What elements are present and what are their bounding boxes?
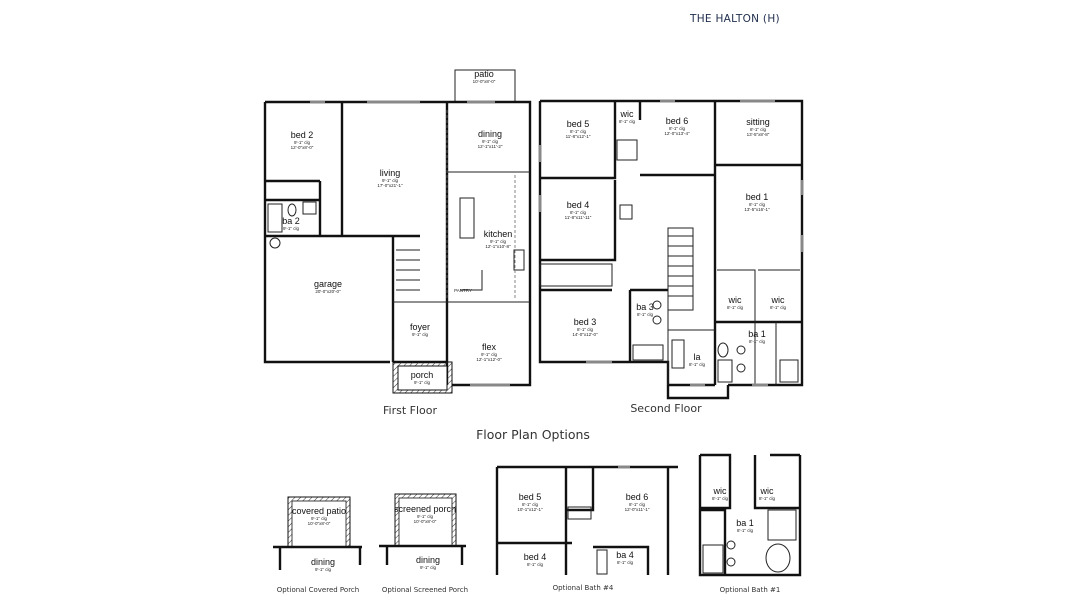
room-dimensions: 20'-0"x20'-0" bbox=[315, 289, 341, 294]
room-ceiling-height: 9'-1" clg bbox=[482, 139, 498, 144]
room-ceiling-height: 8'-1" clg bbox=[770, 305, 786, 310]
room-ceiling-height: 9'-1" clg bbox=[420, 565, 436, 570]
room-dimensions: 11'-8"x11'-11" bbox=[565, 215, 592, 220]
plan-title: THE HALTON (H) bbox=[690, 13, 780, 25]
room-label: PANTRY bbox=[454, 288, 472, 293]
room-dimensions: 12'-0"x13'-4" bbox=[664, 131, 690, 136]
room-dimensions: 13'-5"x8'-8" bbox=[747, 132, 770, 137]
room-label: dining bbox=[478, 129, 502, 139]
room-ceiling-height: 8'-1" clg bbox=[749, 339, 765, 344]
room-label: bed 6 bbox=[666, 116, 689, 126]
room-label: ba 1 bbox=[748, 329, 766, 339]
room-label: dining bbox=[311, 557, 335, 567]
room-ceiling-height: 9'-1" clg bbox=[414, 380, 430, 385]
room-ceiling-height: 8'-1" clg bbox=[629, 502, 645, 507]
room-label: flex bbox=[482, 342, 497, 352]
room-label: kitchen bbox=[484, 229, 513, 239]
room-dimensions: 10'-0"x8'-0" bbox=[308, 521, 331, 526]
second-floor-plan bbox=[538, 99, 804, 400]
room-label: patio bbox=[474, 69, 494, 79]
room-dimensions: 17'-0"x21'-1" bbox=[377, 183, 403, 188]
bath1-caption: Optional Bath #1 bbox=[720, 586, 781, 594]
room-label: wic bbox=[620, 109, 634, 119]
room-label: foyer bbox=[410, 322, 430, 332]
room-ceiling-height: 9'-1" clg bbox=[490, 239, 506, 244]
room-ceiling-height: 8'-1" clg bbox=[749, 202, 765, 207]
room-ceiling-height: 9'-1" clg bbox=[382, 178, 398, 183]
room-label: bed 6 bbox=[626, 492, 649, 502]
room-ceiling-height: 8'-1" clg bbox=[617, 560, 633, 565]
room-label: porch bbox=[411, 370, 434, 380]
room-ceiling-height: 9'-1" clg bbox=[311, 516, 327, 521]
first-floor-caption: First Floor bbox=[383, 404, 437, 417]
room-ceiling-height: 8'-1" clg bbox=[750, 127, 766, 132]
second-floor-caption: Second Floor bbox=[630, 402, 702, 415]
room-dimensions: 12'-1"x10'-8" bbox=[485, 244, 511, 249]
room-ceiling-height: 9'-1" clg bbox=[315, 567, 331, 572]
room-label: wic bbox=[728, 295, 742, 305]
room-ceiling-height: 8'-1" clg bbox=[570, 210, 586, 215]
room-ceiling-height: 9'-1" clg bbox=[412, 332, 428, 337]
room-label: la bbox=[693, 352, 700, 362]
room-ceiling-height: 9'-1" clg bbox=[481, 352, 497, 357]
room-dimensions: 12'-0"x11'-1" bbox=[625, 507, 650, 512]
option-screened-porch bbox=[379, 493, 466, 565]
room-label: bed 5 bbox=[567, 119, 590, 129]
room-ceiling-height: 9'-1" clg bbox=[294, 140, 310, 145]
room-ceiling-height: 8'-1" clg bbox=[527, 562, 543, 567]
covered-porch-caption: Optional Covered Porch bbox=[277, 586, 359, 594]
room-ceiling-height: 8'-1" clg bbox=[577, 327, 593, 332]
screened-porch-caption: Optional Screened Porch bbox=[382, 586, 468, 594]
room-label: ba 1 bbox=[736, 518, 754, 528]
room-label: bed 4 bbox=[524, 552, 547, 562]
room-label: dining bbox=[416, 555, 440, 565]
room-label: living bbox=[380, 168, 401, 178]
room-dimensions: 10'-0"x8'-0" bbox=[414, 519, 437, 524]
room-ceiling-height: 8'-1" clg bbox=[637, 312, 653, 317]
room-label: ba 4 bbox=[616, 550, 634, 560]
room-dimensions: 13'-5"x16'-1" bbox=[744, 207, 770, 212]
room-label: wic bbox=[713, 486, 727, 496]
room-label: bed 1 bbox=[746, 192, 769, 202]
room-dimensions: 10'-1"x12'-1" bbox=[517, 507, 543, 512]
room-dimensions: 12'-1"x11'-2" bbox=[478, 144, 503, 149]
room-dimensions: 12'-1"x12'-0" bbox=[476, 357, 502, 362]
options-heading: Floor Plan Options bbox=[476, 427, 590, 442]
option-bath-4 bbox=[495, 465, 678, 575]
room-dimensions: 10'-0"x8'-0" bbox=[473, 79, 496, 84]
first-floor-plan bbox=[263, 69, 532, 394]
room-ceiling-height: 8'-1" clg bbox=[619, 119, 635, 124]
room-ceiling-height: 8'-1" clg bbox=[759, 496, 775, 501]
room-ceiling-height: 8'-1" clg bbox=[712, 496, 728, 501]
room-ceiling-height: 9'-1" clg bbox=[283, 226, 299, 231]
room-dimensions: 11'-8"x12'-1" bbox=[566, 134, 591, 139]
bath4-caption: Optional Bath #4 bbox=[553, 584, 614, 592]
room-ceiling-height: 8'-1" clg bbox=[570, 129, 586, 134]
room-label: wic bbox=[760, 486, 774, 496]
room-ceiling-height: 8'-1" clg bbox=[727, 305, 743, 310]
room-label: bed 4 bbox=[567, 200, 590, 210]
room-label: garage bbox=[314, 279, 342, 289]
room-label: bed 3 bbox=[574, 317, 597, 327]
room-dimensions: 14'-0"x12'-0" bbox=[572, 332, 598, 337]
room-label: sitting bbox=[746, 117, 770, 127]
option-covered-porch bbox=[273, 496, 362, 570]
option-bath-1 bbox=[698, 453, 802, 577]
room-label: covered patio bbox=[292, 506, 346, 516]
room-label: wic bbox=[771, 295, 785, 305]
room-ceiling-height: 8'-1" clg bbox=[737, 528, 753, 533]
room-label: screened porch bbox=[394, 504, 456, 514]
room-ceiling-height: 8'-1" clg bbox=[522, 502, 538, 507]
room-dimensions: 12'-0"x8'-0" bbox=[291, 145, 314, 150]
room-label: ba 3 bbox=[636, 302, 654, 312]
room-label: bed 5 bbox=[519, 492, 542, 502]
room-label: ba 2 bbox=[282, 216, 300, 226]
room-ceiling-height: 8'-1" clg bbox=[689, 362, 705, 367]
room-label: bed 2 bbox=[291, 130, 314, 140]
room-ceiling-height: 8'-1" clg bbox=[669, 126, 685, 131]
room-ceiling-height: 9'-1" clg bbox=[417, 514, 433, 519]
